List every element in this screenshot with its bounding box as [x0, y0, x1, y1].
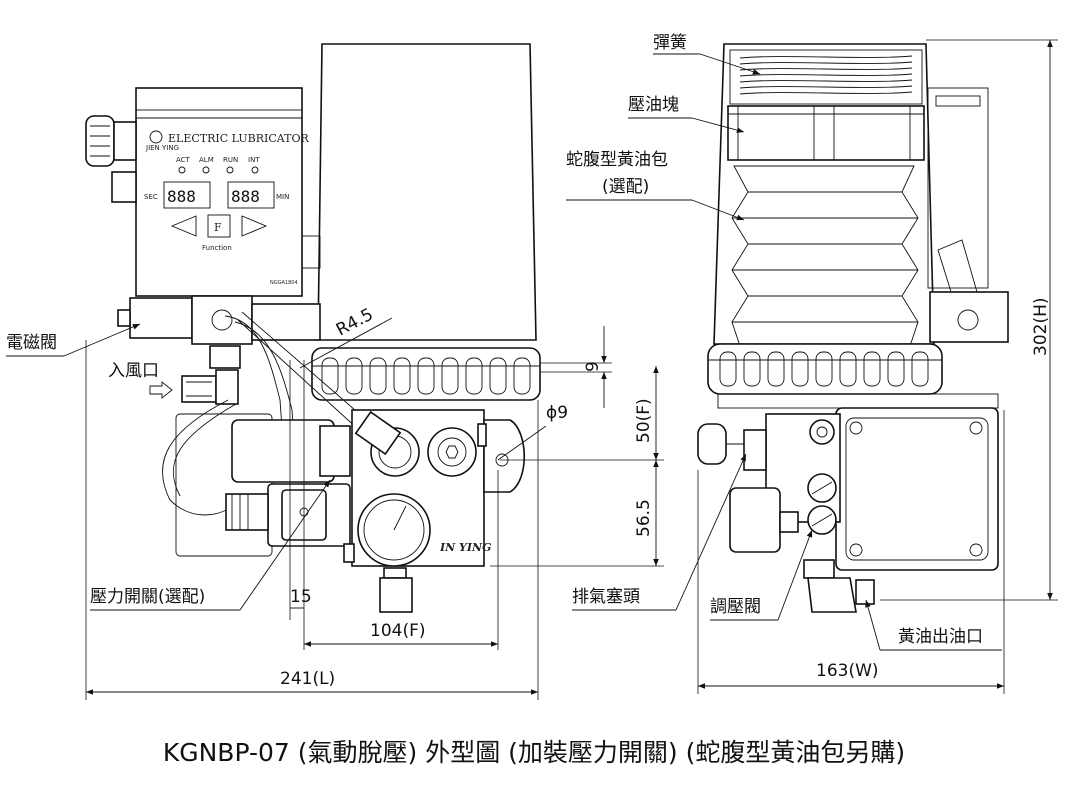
spring-label: 彈簧: [653, 33, 687, 53]
side-view: [697, 43, 1009, 613]
front-view: ELECTRIC LUBRICATOR JIEN YING ACT ALM RU…: [85, 43, 541, 613]
front-labels: 電磁閥 入風口 壓力開關(選配): [6, 323, 331, 611]
alm-led: [202, 166, 210, 174]
pressure-block-label: 壓油塊: [628, 95, 679, 115]
min-label: MIN: [276, 193, 289, 201]
min-display: [227, 181, 275, 209]
collar-ribs: [321, 357, 531, 395]
panel-brand: JIEN YING: [145, 144, 179, 152]
act-led: [178, 166, 186, 174]
air-inlet-label: 入風口: [108, 361, 159, 381]
function-key-label: F: [214, 221, 222, 234]
alm-label: ALM: [199, 156, 214, 164]
d15-dim: 15: [290, 587, 312, 607]
int-label: INT: [248, 156, 260, 164]
air-pipe: [224, 315, 286, 471]
length-dim: 241(L): [280, 669, 335, 689]
run-label: RUN: [223, 156, 238, 164]
sec-digits: 888: [167, 187, 196, 206]
front-dim: 104(F): [370, 621, 426, 641]
switch-cable: [162, 399, 241, 516]
bellows-label-1: 蛇腹型黃油包: [566, 150, 668, 170]
side-collar-ribs: [719, 351, 929, 387]
body-brand-text: IN YING: [439, 541, 491, 554]
reservoir-tank: [317, 43, 537, 341]
d50-dim: 50(F): [634, 398, 654, 443]
solenoid-valve-body: [117, 295, 321, 345]
regulator-label: 調壓閥: [710, 597, 761, 617]
fitting-right: [427, 427, 477, 477]
pressure-plate: [727, 105, 925, 161]
controller-box: [135, 87, 303, 297]
side-guide: [927, 87, 989, 289]
cable-gland: [85, 115, 137, 203]
gauge-stem: [379, 577, 413, 613]
gauge-needle: [393, 505, 407, 531]
d9-dim: 9: [583, 361, 603, 372]
height-dim: 302(H): [1031, 298, 1051, 357]
sec-display: [163, 181, 211, 209]
function-label: Function: [202, 244, 232, 252]
pressure-switch-body: [225, 483, 351, 547]
drawing-caption: KGNBP-07 (氣動脫壓) 外型圖 (加裝壓力開關) (蛇腹型黃油包另購): [162, 738, 906, 767]
function-key: [207, 214, 231, 238]
side-labels: 彈簧 壓油塊 蛇腹型黃油包 (選配) 排氣塞頭 調壓閥 黃油出油口: [566, 33, 1002, 651]
radius-leader: [299, 317, 393, 369]
side-elbow: [697, 423, 727, 465]
side-bracket: [929, 291, 1009, 343]
panel-title: ELECTRIC LUBRICATOR: [168, 132, 309, 145]
reservoir-collar: [311, 347, 541, 401]
model-code: NGGA1804: [270, 280, 298, 286]
radius-dim: R4.5: [333, 304, 377, 340]
spring-coils: [739, 55, 913, 95]
exhaust-plug-label: 排氣塞頭: [572, 587, 640, 607]
int-led: [251, 166, 259, 174]
hole-leader: [497, 425, 547, 461]
spring-area: [729, 49, 923, 105]
side-dimensions: 302(H) 163(W): [697, 39, 1058, 694]
hole-dim: ϕ9: [546, 403, 568, 423]
grease-outlet-fitting: [807, 577, 857, 613]
grease-outlet-label: 黃油出油口: [898, 627, 983, 647]
act-label: ACT: [176, 156, 191, 164]
d56-dim: 56.5: [634, 499, 654, 537]
side-gauge: [729, 487, 781, 553]
pressure-switch-label: 壓力開關(選配): [90, 587, 205, 607]
sec-label: SEC: [144, 193, 158, 201]
width-dim: 163(W): [816, 661, 879, 681]
right-arrow-key: [241, 215, 268, 237]
air-cylinder: [231, 419, 335, 483]
run-led: [226, 166, 234, 174]
air-inlet-fitting: [181, 345, 241, 405]
bellows-label-2: (選配): [602, 177, 649, 197]
front-dimensions: 241(L) 104(F) 15 9 50(F) 56.5 ϕ9 R4.5: [85, 304, 664, 700]
side-collar: [707, 343, 943, 395]
air-inlet-arrow: [149, 381, 173, 399]
bellows: [731, 165, 919, 347]
left-arrow-key: [170, 215, 197, 237]
solenoid-valve-label: 電磁閥: [6, 333, 57, 353]
min-digits: 888: [231, 187, 260, 206]
